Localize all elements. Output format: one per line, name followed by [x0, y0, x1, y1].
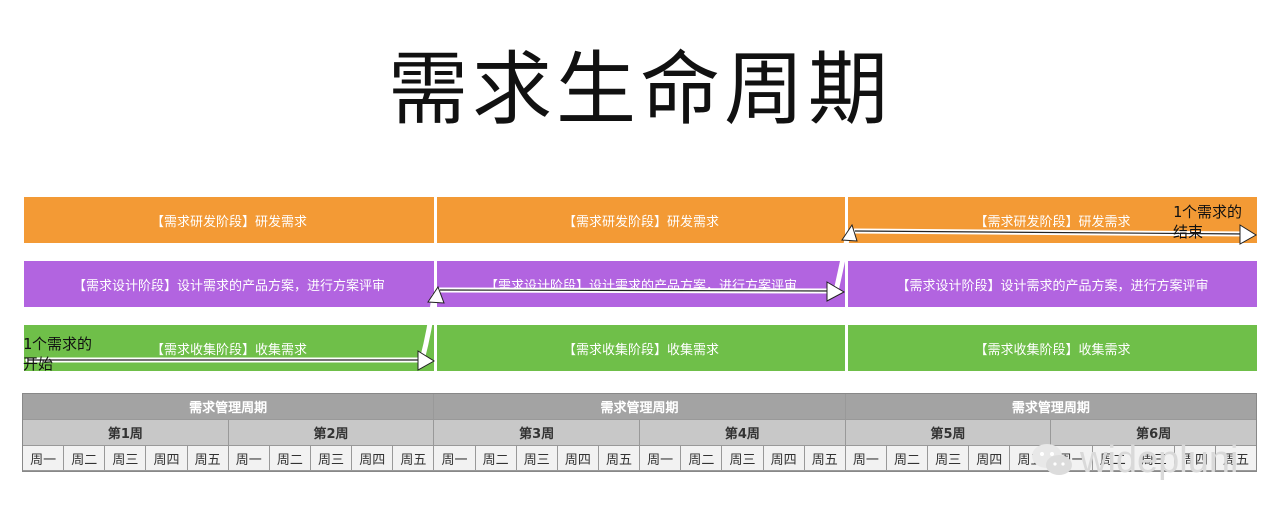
stage-design-3: 【需求设计阶段】设计需求的产品方案，进行方案评审 [848, 261, 1257, 307]
stage-dev-2: 【需求研发阶段】研发需求 [437, 197, 845, 243]
stage-dev-1: 【需求研发阶段】研发需求 [24, 197, 434, 243]
day-cell: 周五 [187, 446, 229, 471]
page-title: 需求生命周期 [388, 43, 892, 136]
annotation-start: 1个需求的 开始 [23, 335, 93, 373]
stage-collect-3: 【需求收集阶段】收集需求 [848, 325, 1257, 371]
day-cell: 周二 [681, 446, 723, 471]
stage-design-1: 【需求设计阶段】设计需求的产品方案，进行方案评审 [24, 261, 434, 307]
day-cell: 周一 [228, 446, 270, 471]
cycle-cell: 需求管理周期 [23, 394, 435, 420]
day-cell: 周一 [23, 446, 65, 471]
stage-collect-1: 【需求收集阶段】收集需求 [24, 325, 434, 371]
annotation-end: 1个需求的 结束 [1173, 203, 1243, 241]
day-cell: 周一 [845, 446, 887, 471]
cycle-cell: 需求管理周期 [845, 394, 1256, 420]
stage-design-2: 【需求设计阶段】设计需求的产品方案，进行方案评审 [437, 261, 845, 307]
week-row: 第1周 第2周 第3周 第4周 第5周 第6周 [23, 420, 1257, 446]
day-cell: 周四 [763, 446, 805, 471]
week-cell: 第3周 [434, 420, 641, 446]
watermark: widepluni [1030, 435, 1260, 485]
day-cell: 周五 [1216, 446, 1257, 471]
day-cell: 周三 [310, 446, 353, 471]
day-cell: 周四 [969, 446, 1011, 471]
watermark-text: widepluni [1080, 438, 1239, 481]
day-cell: 周三 [1133, 446, 1175, 471]
day-cell: 周四 [146, 446, 188, 471]
day-cell: 周五 [598, 446, 641, 471]
wechat-icon [1032, 444, 1072, 475]
day-cell: 周三 [928, 446, 970, 471]
day-cell: 周一 [434, 446, 476, 471]
day-cell: 周二 [64, 446, 106, 471]
stage-collect-2: 【需求收集阶段】收集需求 [437, 325, 845, 371]
day-cell: 周二 [475, 446, 517, 471]
day-cell: 周五 [804, 446, 846, 471]
day-cell: 周三 [516, 446, 558, 471]
day-cell: 周四 [352, 446, 394, 471]
week-cell: 第4周 [640, 420, 846, 446]
day-cell: 周二 [269, 446, 311, 471]
day-cell: 周二 [1092, 446, 1134, 471]
cycle-table: 需求管理周期 需求管理周期 需求管理周期 第1周 第2周 第3周 第4周 第5周… [22, 393, 1257, 472]
week-cell: 第1周 [23, 420, 229, 446]
day-cell: 周三 [105, 446, 147, 471]
day-cell: 周三 [722, 446, 764, 471]
week-cell: 第6周 [1051, 420, 1257, 446]
day-cell: 周四 [557, 446, 599, 471]
week-cell: 第5周 [845, 420, 1052, 446]
day-cell: 周五 [393, 446, 435, 471]
day-cell: 周四 [1174, 446, 1217, 471]
cycle-cell: 需求管理周期 [434, 394, 846, 420]
day-row: 周一周二周三周四周五周一周二周三周四周五周一周二周三周四周五周一周二周三周四周五… [23, 446, 1257, 471]
week-cell: 第2周 [228, 420, 435, 446]
cycle-row: 需求管理周期 需求管理周期 需求管理周期 [23, 394, 1256, 420]
day-cell: 周一 [640, 446, 682, 471]
day-cell: 周二 [886, 446, 929, 471]
